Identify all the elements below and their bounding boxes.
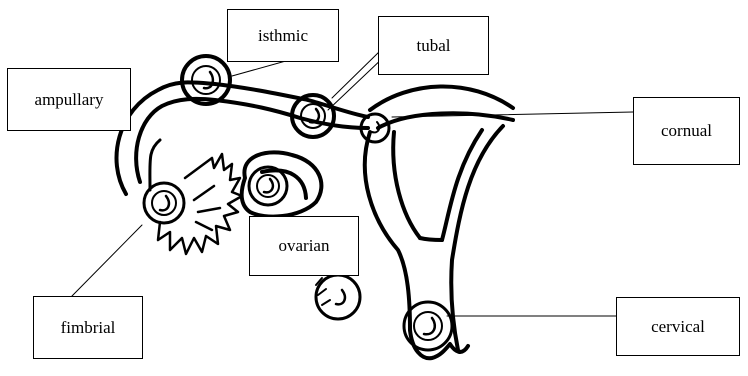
label-cornual: cornual <box>633 97 740 165</box>
gestational-sac-ampullary <box>182 56 230 104</box>
label-isthmic: isthmic <box>227 9 339 62</box>
ovary <box>242 152 322 216</box>
label-ampullary: ampullary <box>7 68 131 131</box>
leader-fimbrial <box>72 225 142 296</box>
gestational-sac-fimbrial <box>144 183 184 223</box>
label-ovarian: ovarian <box>249 216 359 276</box>
label-cervical: cervical <box>616 297 740 356</box>
leader-tubal-upper <box>332 50 381 98</box>
label-fimbrial: fimbrial <box>33 296 143 359</box>
fimbriae <box>158 154 242 254</box>
fallopian-tube <box>116 82 368 194</box>
gestational-sac-abdominal <box>316 275 360 319</box>
label-tubal: tubal <box>378 16 489 75</box>
